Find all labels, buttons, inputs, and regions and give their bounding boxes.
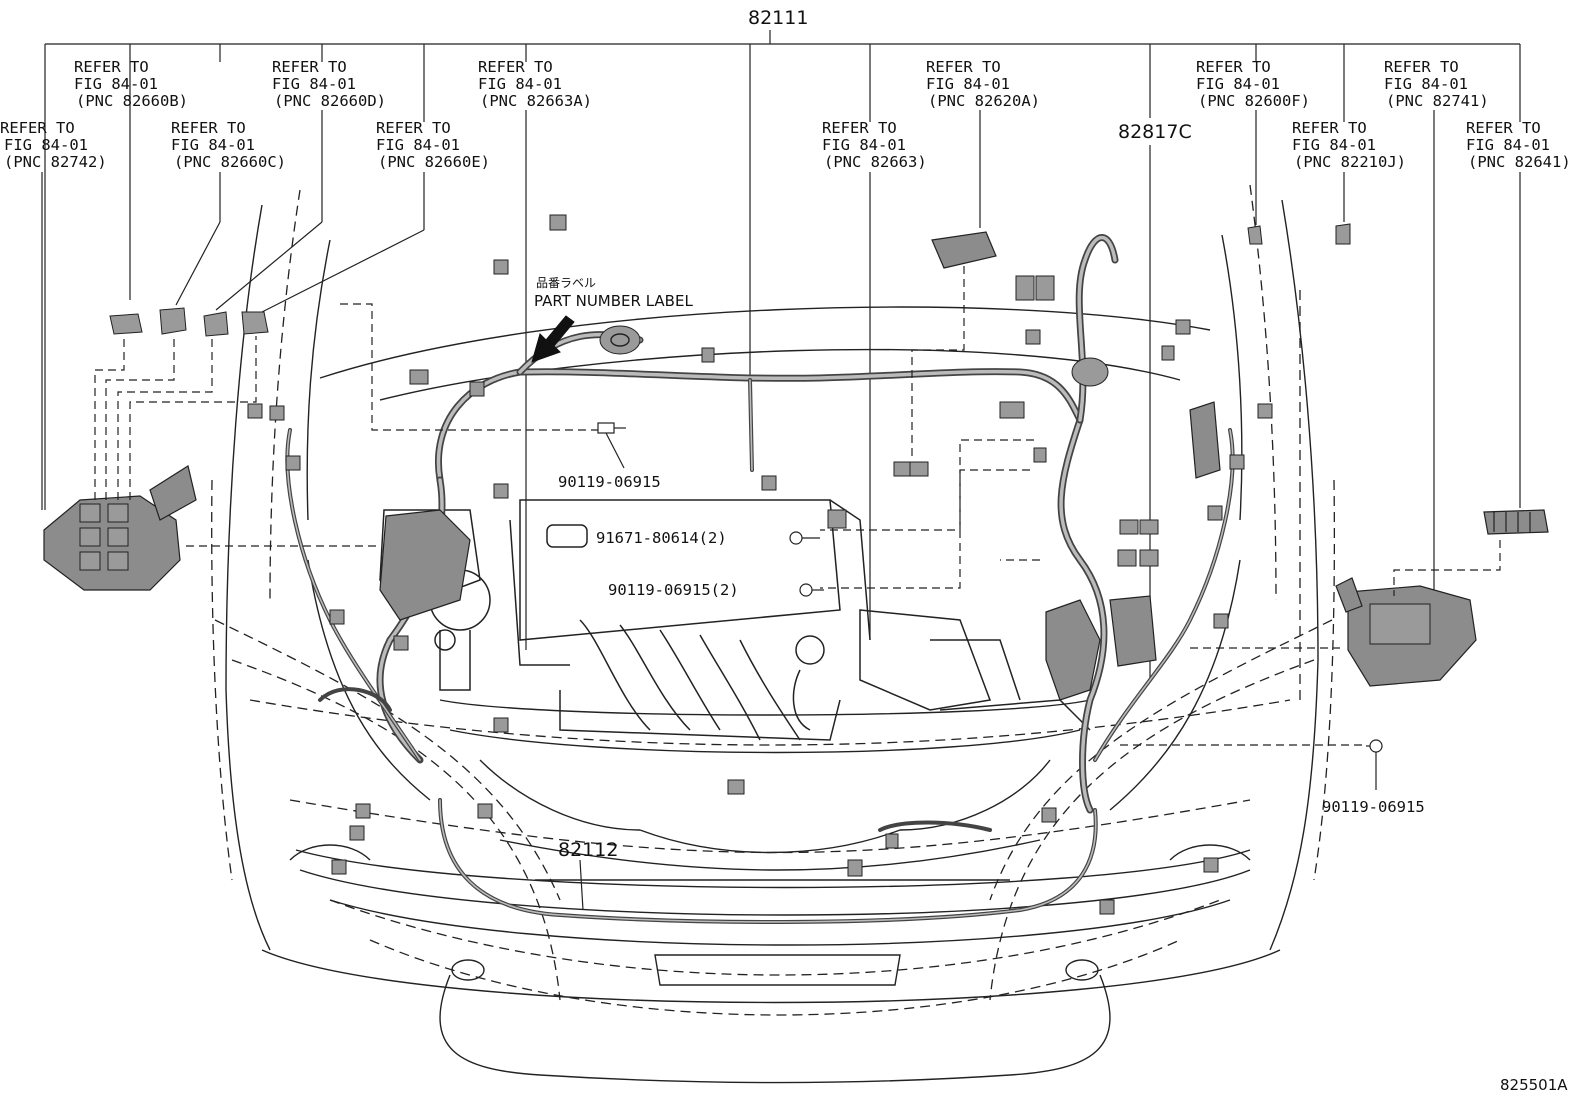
svg-text:FIG 84-01: FIG 84-01 bbox=[478, 75, 562, 93]
svg-text:FIG 84-01: FIG 84-01 bbox=[1196, 75, 1280, 93]
refer-label-82742: REFER TO FIG 84-01 (PNC 82742) bbox=[0, 119, 107, 171]
svg-text:REFER TO: REFER TO bbox=[272, 58, 347, 76]
svg-text:(PNC 82660D): (PNC 82660D) bbox=[274, 92, 386, 110]
relay-block-82741 bbox=[1335, 577, 1477, 687]
svg-text:REFER TO: REFER TO bbox=[74, 58, 149, 76]
svg-text:REFER TO: REFER TO bbox=[1384, 58, 1459, 76]
svg-text:FIG 84-01: FIG 84-01 bbox=[1292, 136, 1376, 154]
svg-text:REFER TO: REFER TO bbox=[1196, 58, 1271, 76]
bolt-top bbox=[597, 422, 626, 469]
svg-text:(PNC 82660B): (PNC 82660B) bbox=[76, 92, 188, 110]
svg-text:FIG 84-01: FIG 84-01 bbox=[1466, 136, 1550, 154]
svg-text:FIG 84-01: FIG 84-01 bbox=[926, 75, 1010, 93]
refer-label-82600f: REFER TO FIG 84-01 (PNC 82600F) bbox=[1196, 58, 1310, 110]
svg-text:(PNC 82600F): (PNC 82600F) bbox=[1198, 92, 1310, 110]
bolt-part-91671-80614: 91671-80614(2) bbox=[596, 529, 727, 547]
svg-text:REFER TO: REFER TO bbox=[1466, 119, 1541, 137]
refer-label-82660d: REFER TO FIG 84-01 (PNC 82660D) bbox=[272, 58, 386, 110]
svg-text:(PNC 82742): (PNC 82742) bbox=[4, 153, 107, 171]
connector-82620a bbox=[931, 231, 997, 269]
svg-text:(PNC 82663): (PNC 82663) bbox=[824, 153, 927, 171]
refer-label-82663: REFER TO FIG 84-01 (PNC 82663) bbox=[822, 119, 927, 171]
svg-text:REFER TO: REFER TO bbox=[0, 119, 75, 137]
svg-text:FIG 84-01: FIG 84-01 bbox=[4, 136, 88, 154]
relay-block-82742 bbox=[43, 465, 197, 591]
figure-id: 825501A bbox=[1500, 1076, 1568, 1094]
ecu-left bbox=[379, 509, 471, 621]
svg-text:(PNC 82660C): (PNC 82660C) bbox=[174, 153, 286, 171]
bolt-part-90119-06915-a: 90119-06915 bbox=[558, 473, 661, 491]
part-number-callout: 品番ラベル PART NUMBER LABEL bbox=[531, 276, 693, 363]
part-number-label-jp: 品番ラベル bbox=[536, 276, 596, 290]
svg-text:(PNC 82663A): (PNC 82663A) bbox=[480, 92, 592, 110]
svg-text:(PNC 82741): (PNC 82741) bbox=[1386, 92, 1489, 110]
dashed-reference-lines bbox=[94, 266, 1501, 746]
bolt-right bbox=[1366, 739, 1383, 790]
dashed-body-contours bbox=[211, 184, 1336, 1016]
main-wire-harness bbox=[376, 234, 1119, 814]
main-harness-bracket: 82111 bbox=[44, 7, 1521, 510]
svg-text:REFER TO: REFER TO bbox=[1292, 119, 1367, 137]
svg-text:(PNC 82210J): (PNC 82210J) bbox=[1294, 153, 1406, 171]
bolt-part-90119-06915-b: 90119-06915 bbox=[1322, 798, 1425, 816]
front-harness-label: 82112 bbox=[558, 839, 618, 861]
svg-text:REFER TO: REFER TO bbox=[478, 58, 553, 76]
junction-block-right bbox=[1045, 401, 1221, 701]
refer-label-82641: REFER TO FIG 84-01 (PNC 82641) bbox=[1466, 119, 1571, 171]
connectors bbox=[109, 214, 1351, 915]
main-harness-label: 82111 bbox=[748, 7, 808, 29]
engine-assembly bbox=[379, 499, 1091, 741]
refer-label-82210j: REFER TO FIG 84-01 (PNC 82210J) bbox=[1292, 119, 1406, 171]
refer-label-82741: REFER TO FIG 84-01 (PNC 82741) bbox=[1384, 58, 1489, 110]
refer-label-82660c: REFER TO FIG 84-01 (PNC 82660C) bbox=[171, 119, 286, 171]
connector-82641 bbox=[1483, 509, 1549, 535]
bolt-part-90119-06915-2: 90119-06915(2) bbox=[608, 581, 739, 599]
svg-text:REFER TO: REFER TO bbox=[171, 119, 246, 137]
part-number-label-en: PART NUMBER LABEL bbox=[534, 292, 693, 310]
bolt-lower bbox=[799, 583, 824, 597]
leader-lines bbox=[41, 110, 1521, 680]
bolt-mid bbox=[789, 531, 820, 545]
svg-text:FIG 84-01: FIG 84-01 bbox=[822, 136, 906, 154]
part-number-arrow-icon bbox=[531, 315, 575, 363]
sub-harness-label: 82817C bbox=[1118, 121, 1192, 143]
refer-label-82663a: REFER TO FIG 84-01 (PNC 82663A) bbox=[478, 58, 592, 110]
grommet bbox=[599, 325, 1109, 387]
svg-text:FIG 84-01: FIG 84-01 bbox=[171, 136, 255, 154]
svg-text:(PNC 82660E): (PNC 82660E) bbox=[378, 153, 490, 171]
svg-text:FIG 84-01: FIG 84-01 bbox=[74, 75, 158, 93]
refer-label-82620a: REFER TO FIG 84-01 (PNC 82620A) bbox=[926, 58, 1040, 110]
svg-text:REFER TO: REFER TO bbox=[822, 119, 897, 137]
svg-text:(PNC 82641): (PNC 82641) bbox=[1468, 153, 1571, 171]
refer-label-82660e: REFER TO FIG 84-01 (PNC 82660E) bbox=[376, 119, 490, 171]
refer-label-82660b: REFER TO FIG 84-01 (PNC 82660B) bbox=[74, 58, 188, 110]
svg-text:REFER TO: REFER TO bbox=[376, 119, 451, 137]
svg-text:FIG 84-01: FIG 84-01 bbox=[376, 136, 460, 154]
svg-text:(PNC 82620A): (PNC 82620A) bbox=[928, 92, 1040, 110]
svg-text:REFER TO: REFER TO bbox=[926, 58, 1001, 76]
svg-text:FIG 84-01: FIG 84-01 bbox=[1384, 75, 1468, 93]
svg-text:FIG 84-01: FIG 84-01 bbox=[272, 75, 356, 93]
